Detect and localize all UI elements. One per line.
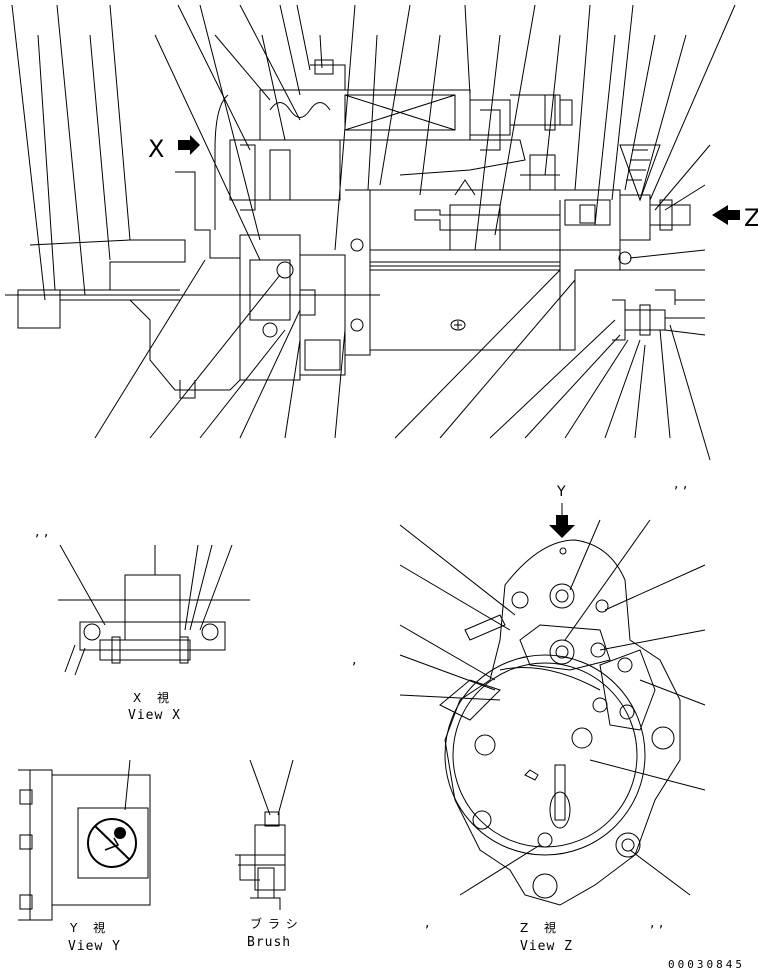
view-z-figure: Y: [399, 484, 706, 954]
view-y-figure: Y 視 View Y: [18, 759, 151, 954]
arrow-x-label: X: [148, 135, 164, 163]
stray-comma-middle: ,: [352, 652, 356, 668]
arrow-x: X: [148, 135, 200, 163]
view-x-figure: , , X 視 View X: [35, 524, 250, 723]
main-sectional-view: [5, 59, 691, 399]
arrow-y-label: Y: [556, 484, 566, 500]
stray-commas-top-right: , ,: [674, 476, 687, 492]
stray-comma-bottom-left: ,: [425, 915, 429, 931]
view-z-title-en: View Z: [520, 939, 573, 954]
brush-figure: ブラシ Brush: [235, 759, 304, 950]
view-x-title-jp: X 視: [133, 690, 175, 705]
view-x-commas: , ,: [35, 524, 48, 540]
arrow-z: Z: [712, 204, 758, 232]
view-y-title-en: View Y: [68, 939, 121, 954]
view-z-title-jp: Z 視: [520, 920, 562, 935]
main-leader-lines-bottom: [94, 259, 711, 461]
brush-title-jp: ブラシ: [250, 916, 304, 931]
drawing-code: 00030845: [668, 958, 745, 971]
view-x-title-en: View X: [128, 708, 181, 723]
main-leader-lines-top: [11, 4, 736, 336]
stray-commas-bottom-right: , ,: [650, 915, 663, 931]
arrow-z-label: Z: [744, 204, 758, 232]
brush-title-en: Brush: [247, 935, 291, 950]
view-y-title-jp: Y 視: [69, 920, 111, 935]
